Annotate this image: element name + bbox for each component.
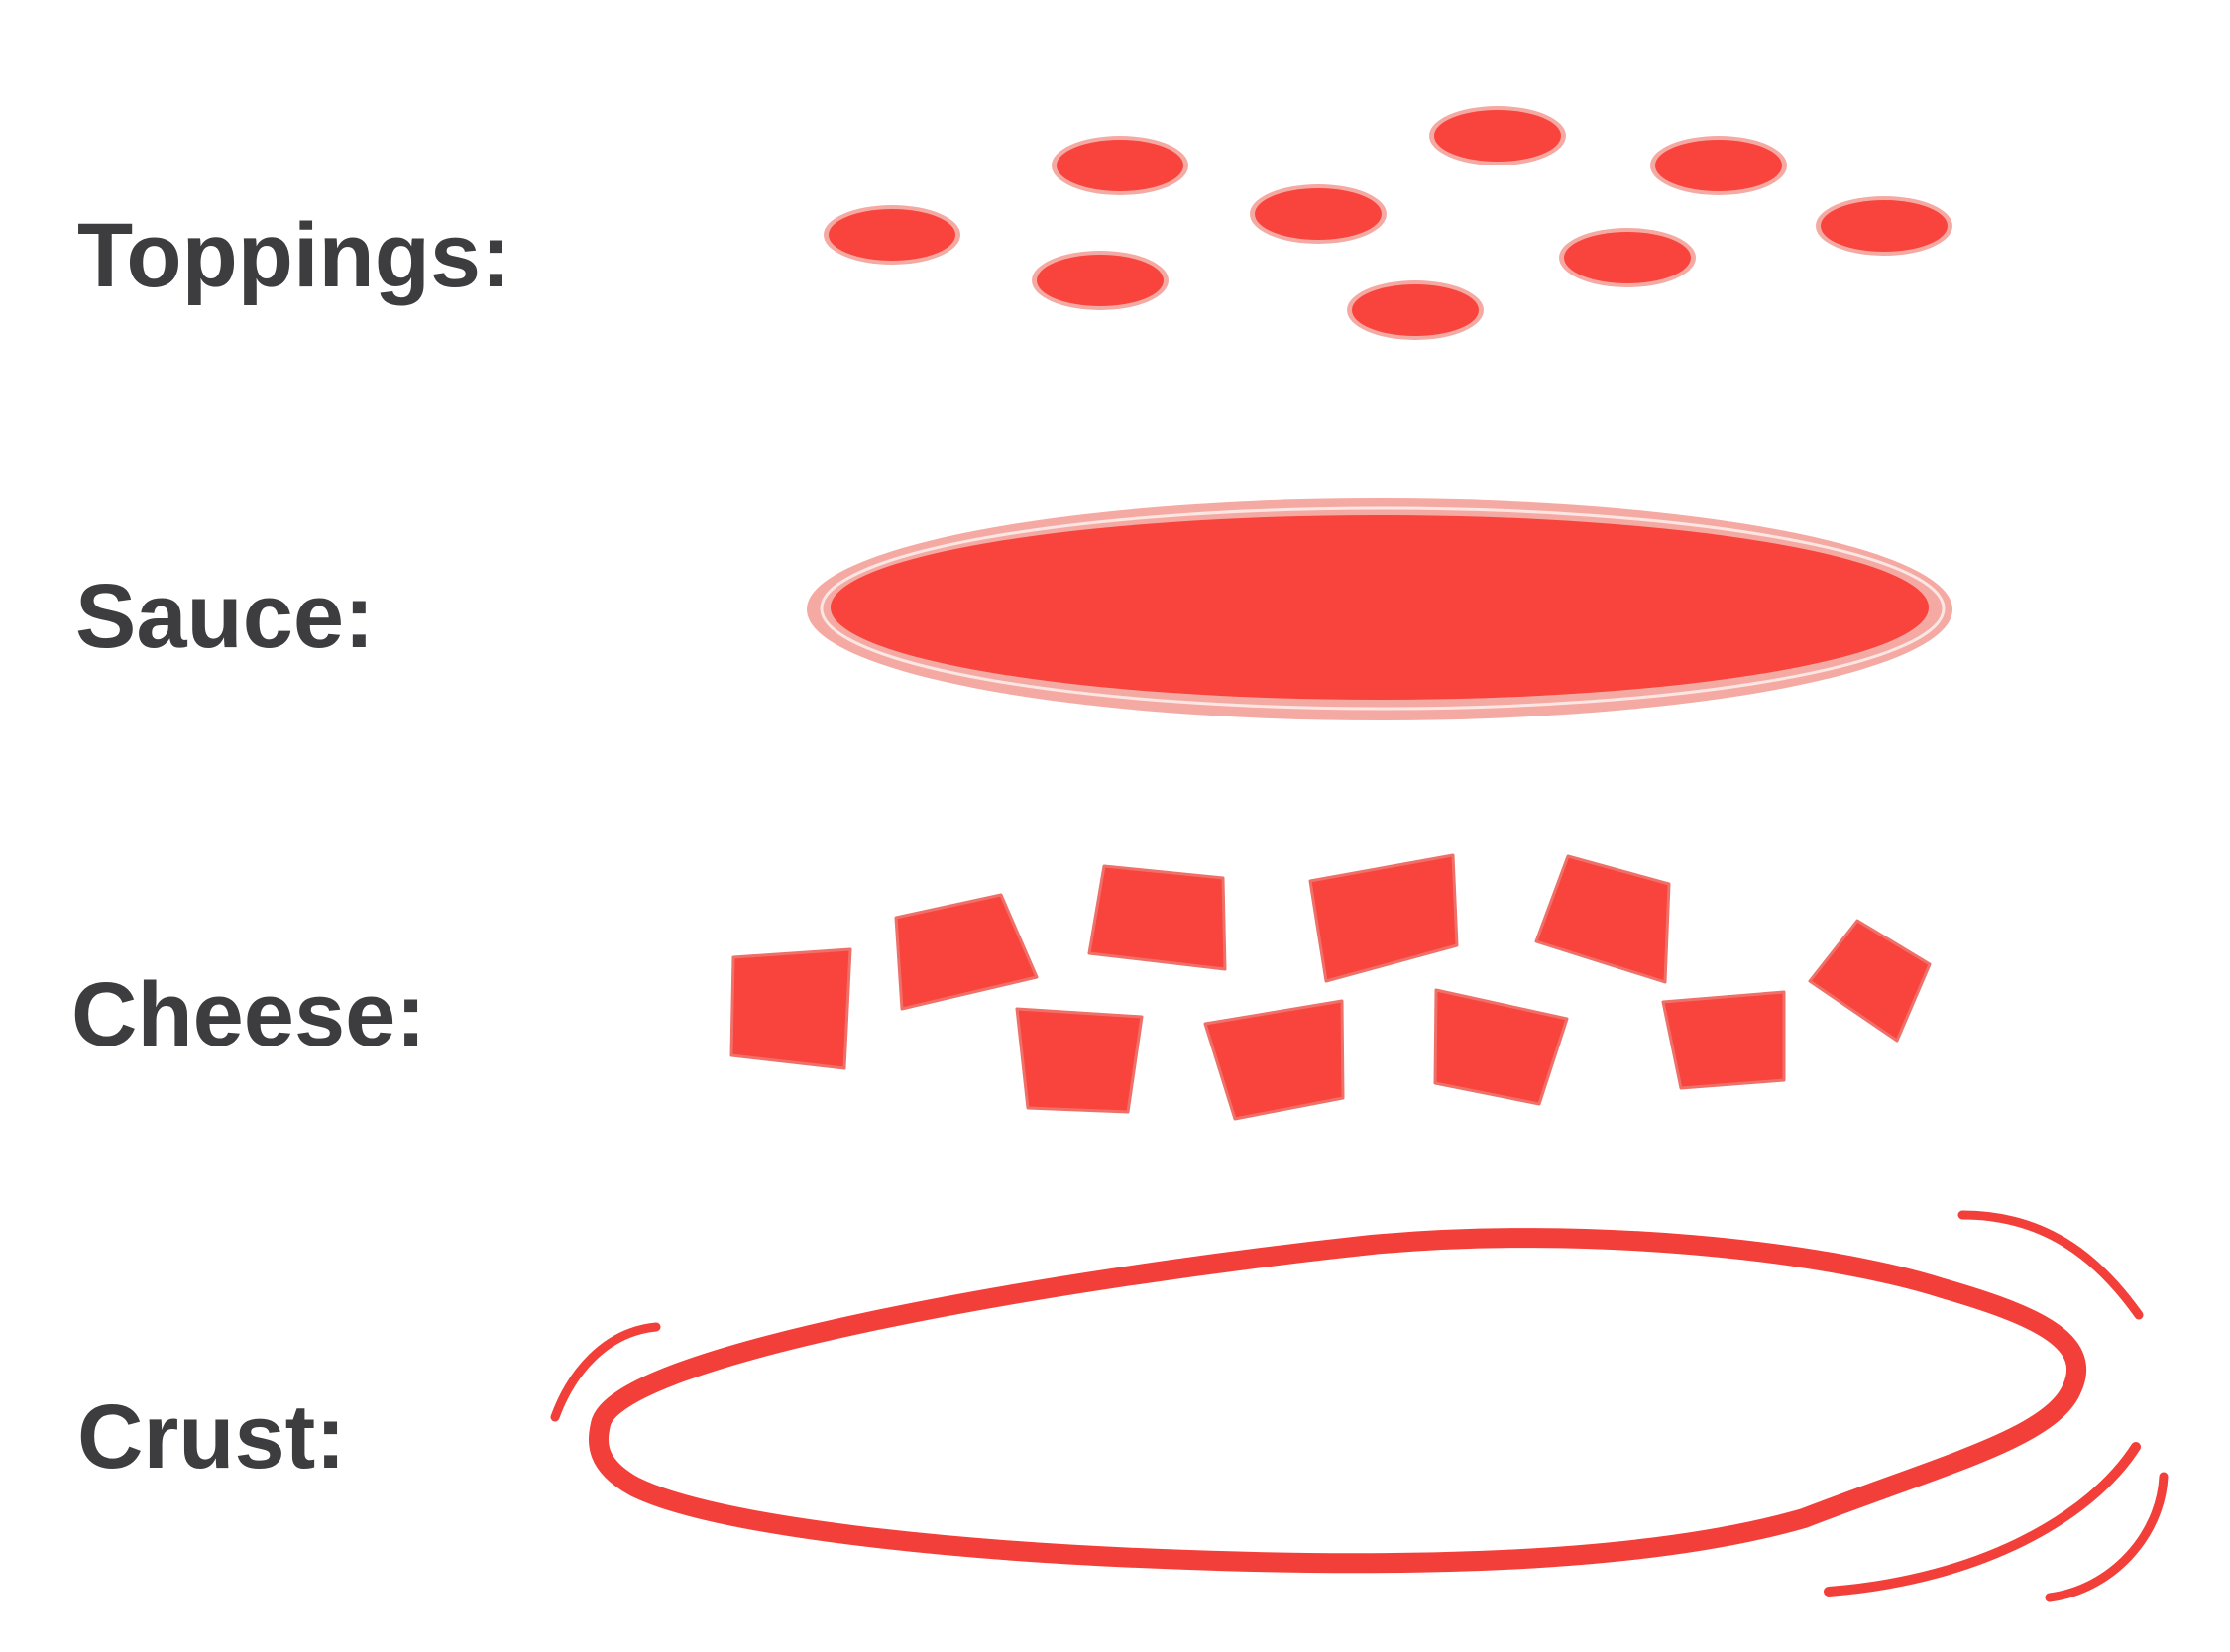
topping-3: [1650, 136, 1787, 195]
topping-1: [1052, 136, 1188, 195]
sauce-rim-highlight: [820, 506, 1946, 711]
sauce-label: Sauce:: [75, 566, 375, 667]
topping-9: [1347, 280, 1484, 340]
cheese-cube-2: [894, 893, 1039, 1011]
toppings-group: [824, 106, 1952, 340]
crust-swoosh-bottom-right: [1824, 1442, 2141, 1597]
topping-7: [824, 205, 960, 265]
cheese-cube-5: [1534, 854, 1671, 984]
topping-8: [1032, 251, 1169, 310]
cheese-label: Cheese:: [71, 964, 426, 1065]
crust-ring: [589, 1228, 2087, 1574]
cheese-group: [729, 853, 1932, 1121]
crust-group: [550, 1210, 2169, 1602]
topping-fill: [1057, 140, 1183, 191]
topping-fill: [1037, 255, 1164, 306]
crust-label: Crust:: [77, 1386, 346, 1487]
cheese-cube-10: [1661, 990, 1786, 1090]
topping-2: [1429, 106, 1566, 165]
topping-fill: [829, 209, 955, 261]
cheese-cube-1: [729, 947, 852, 1070]
topping-fill: [1655, 140, 1782, 191]
topping-fill: [1564, 232, 1691, 283]
topping-fill: [1352, 284, 1479, 336]
cheese-cube-4: [1308, 853, 1459, 983]
topping-4: [1816, 196, 1952, 256]
toppings-label: Toppings:: [77, 205, 511, 306]
topping-5: [1250, 184, 1387, 244]
crust-swoosh-top-right: [1957, 1210, 2144, 1320]
cheese-cube-8: [1203, 999, 1345, 1121]
sauce-fill: [831, 515, 1929, 700]
topping-6: [1559, 228, 1696, 287]
cheese-cube-7: [1015, 1007, 1144, 1114]
crust-swoosh-left: [550, 1322, 661, 1422]
cheese-cube-6: [1808, 919, 1932, 1043]
topping-fill: [1434, 110, 1561, 162]
cheese-cube-9: [1433, 988, 1569, 1106]
sauce-group: [807, 498, 1952, 720]
topping-fill: [1821, 200, 1948, 252]
cheese-cube-3: [1087, 864, 1227, 971]
crust-swoosh-far-right: [2045, 1472, 2169, 1602]
topping-fill: [1255, 188, 1382, 240]
